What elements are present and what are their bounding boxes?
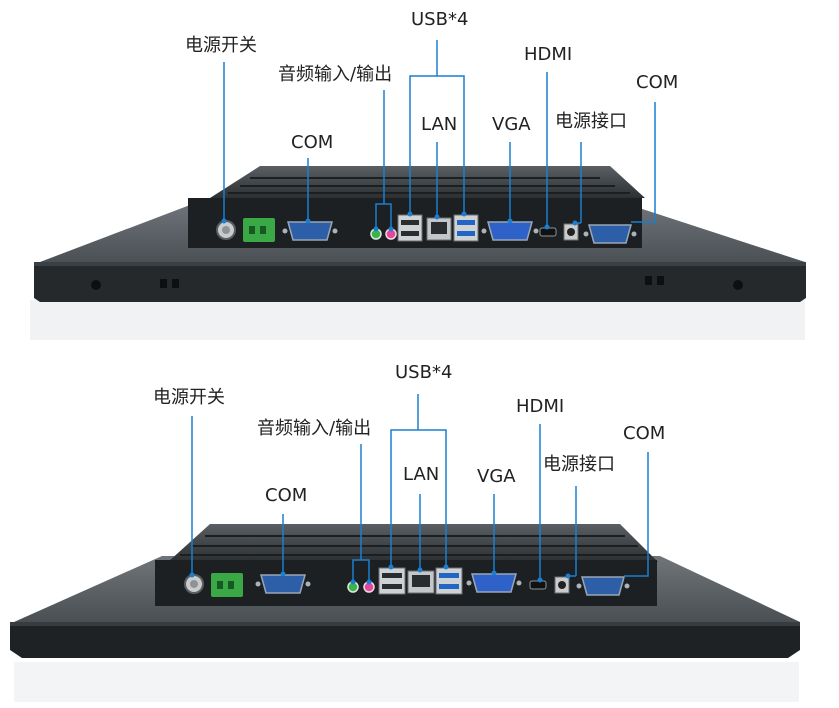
panel-front-edge: [10, 622, 800, 658]
label-usb: USB*4: [411, 9, 469, 30]
label-power-port: 电源接口: [543, 454, 615, 475]
label-com-right: COM: [636, 72, 679, 93]
label-hdmi: HDMI: [524, 44, 573, 65]
reflection: [14, 662, 799, 702]
terminal-block: [211, 573, 243, 597]
usb3-ports: [435, 567, 463, 595]
usb2-ports: [397, 214, 423, 242]
device-illustration-top: [30, 40, 806, 340]
com-port-right: [581, 576, 625, 596]
label-usb: USB*4: [395, 362, 453, 383]
vga-port: [471, 573, 517, 593]
label-vga: VGA: [492, 114, 531, 135]
product-view-bottom: 电源开关 音频输入/输出 USB*4 LAN VGA HDMI 电源接口 COM…: [0, 354, 839, 708]
label-power-switch: 电源开关: [185, 35, 257, 56]
label-vga: VGA: [477, 466, 516, 487]
heatsink: [210, 166, 645, 198]
reflection: [30, 300, 805, 340]
screw-hole: [733, 280, 743, 290]
com-port-left: [287, 221, 333, 241]
screw-hole: [91, 280, 101, 290]
label-power-port: 电源接口: [555, 111, 627, 132]
label-audio-io: 音频输入/输出: [257, 418, 372, 439]
leader-lines: [223, 40, 656, 229]
label-com-left: COM: [291, 132, 334, 153]
terminal-block: [243, 218, 275, 242]
device-illustration-bottom: [10, 394, 800, 702]
label-lan: LAN: [421, 114, 458, 135]
label-power-switch: 电源开关: [153, 387, 225, 408]
leader-lines: [191, 394, 649, 582]
heatsink: [168, 524, 658, 562]
vga-port: [487, 221, 533, 241]
label-com-right: COM: [623, 423, 666, 444]
label-audio-io: 音频输入/输出: [278, 64, 393, 85]
product-view-top: 电源开关 音频输入/输出 USB*4 LAN VGA HDMI 电源接口 COM…: [30, 9, 806, 340]
label-com-left: COM: [265, 485, 308, 506]
panel-front-edge: [34, 262, 806, 302]
hdmi-port: [529, 580, 547, 590]
label-hdmi: HDMI: [516, 396, 565, 417]
com-port-right: [588, 224, 632, 244]
usb3-ports: [453, 214, 479, 242]
label-lan: LAN: [403, 464, 440, 485]
usb2-ports: [378, 567, 406, 595]
com-port-left: [260, 574, 306, 594]
